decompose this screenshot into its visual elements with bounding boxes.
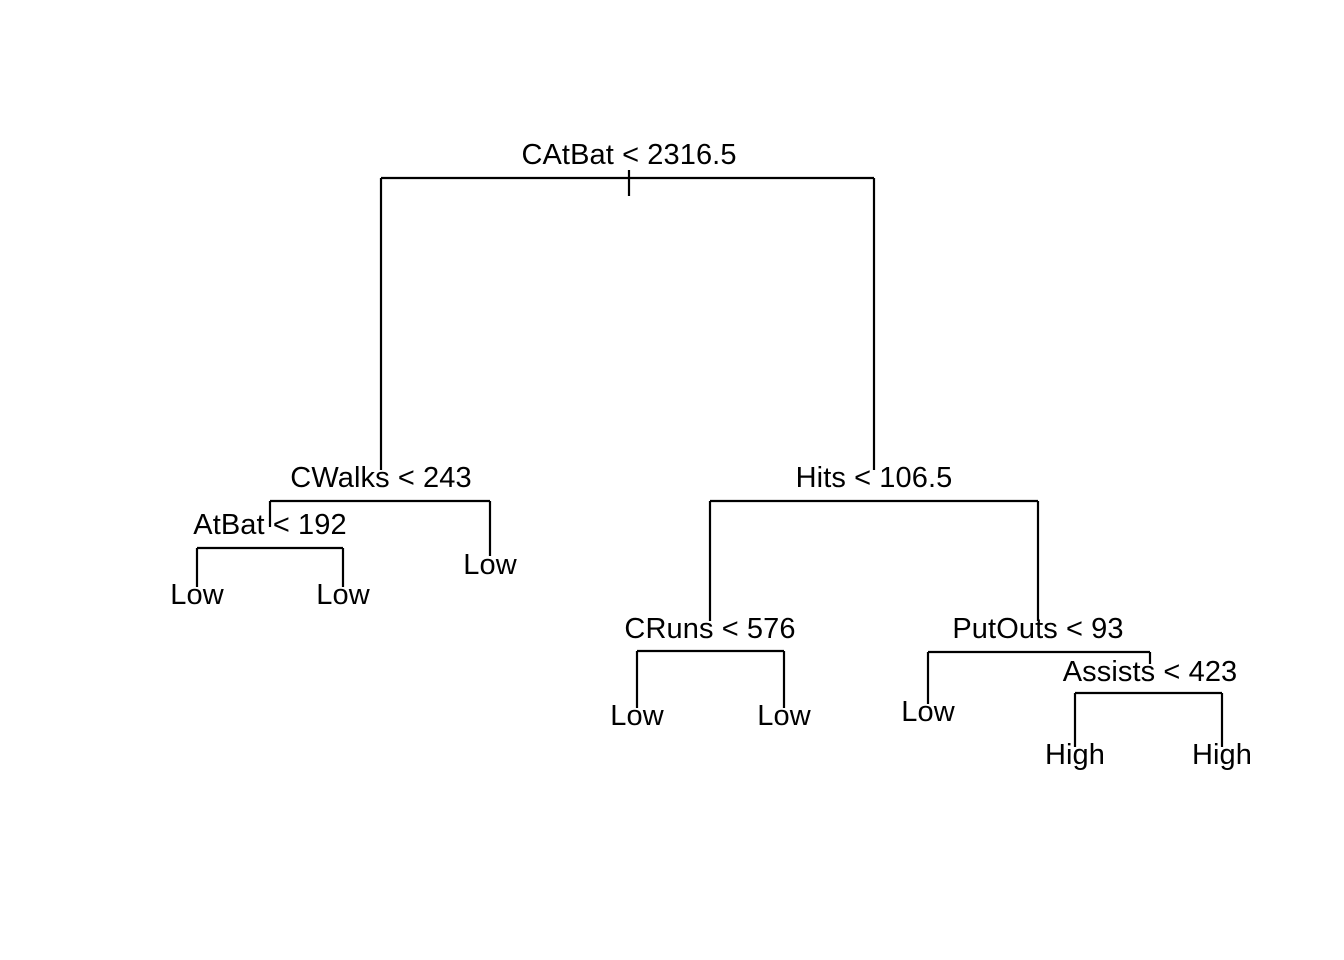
tree-edge-cruns bbox=[635, 649, 786, 708]
split-node-assists: Assists < 423 bbox=[1062, 656, 1238, 688]
split-node-root: CAtBat < 2316.5 bbox=[521, 139, 737, 171]
leaf-node-leaf-1: Low bbox=[170, 579, 224, 611]
tree-edge-hits bbox=[708, 499, 1040, 621]
split-node-hits: Hits < 106.5 bbox=[795, 462, 953, 494]
tree-edge-assists bbox=[1073, 691, 1224, 747]
split-node-cwalks: CWalks < 243 bbox=[290, 462, 472, 494]
split-node-atbat: AtBat < 192 bbox=[193, 509, 347, 541]
leaf-node-leaf-6: Low bbox=[901, 696, 955, 728]
leaf-node-leaf-2: Low bbox=[316, 579, 370, 611]
leaf-node-leaf-4: Low bbox=[610, 700, 664, 732]
tree-edge-atbat bbox=[195, 546, 345, 587]
leaf-node-leaf-7: High bbox=[1044, 739, 1106, 771]
tree-edge-putouts bbox=[926, 650, 1152, 704]
leaf-node-leaf-8: High bbox=[1191, 739, 1253, 771]
split-node-cruns: CRuns < 576 bbox=[624, 613, 796, 645]
split-node-putouts: PutOuts < 93 bbox=[952, 613, 1124, 645]
tree-edge-group bbox=[195, 170, 1224, 747]
leaf-node-leaf-3: Low bbox=[463, 549, 517, 581]
tree-edge-root bbox=[379, 176, 876, 470]
leaf-node-leaf-5: Low bbox=[757, 700, 811, 732]
tree-edge-cwalks bbox=[268, 499, 492, 556]
